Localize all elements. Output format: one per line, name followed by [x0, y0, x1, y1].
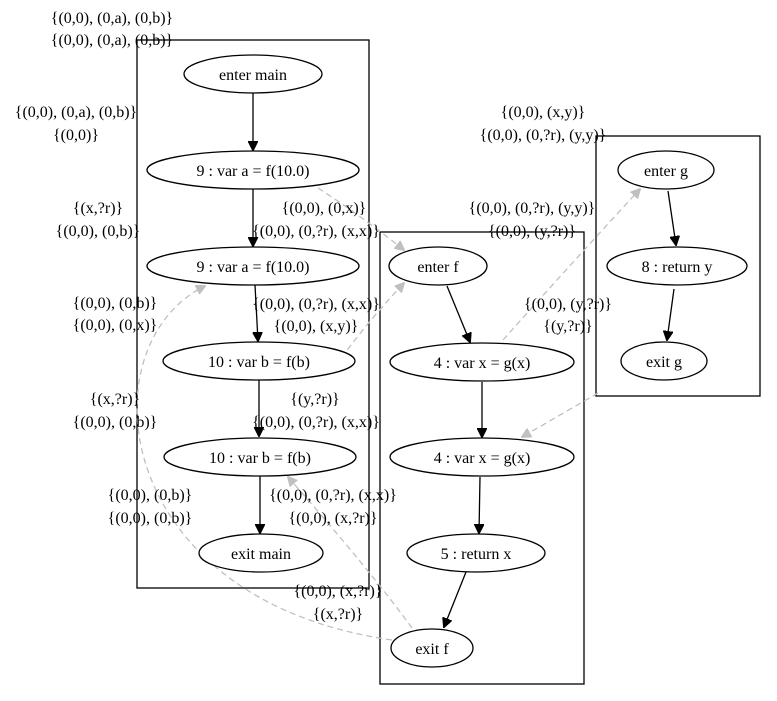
fact-g-enter-top: {(0,0), (x,y)} — [501, 104, 586, 121]
cluster-g — [595, 135, 761, 397]
edge-call-a-to-enter-f — [317, 187, 404, 250]
node-label: exit g — [646, 354, 682, 371]
fact-main-enter-bottom: {(0,0), (0,a), (0,b)} — [51, 32, 173, 49]
fact-main-enter-top: {(0,0), (0,a), (0,b)} — [51, 10, 173, 27]
fact-f-call-g-bottom: {(0,0), (y,?r)} — [488, 223, 576, 240]
node-g-enter: enter g — [617, 150, 715, 190]
edge-main-return-a-to-call-b — [255, 284, 258, 341]
fact-f-return-bottom: {(0,0), (x,?r)} — [288, 510, 377, 527]
fact-f-return-g-bottom: {(y,?r)} — [543, 318, 592, 335]
fact-f-call-g-top: {(0,0), (0,?r), (y,y)} — [469, 200, 596, 217]
node-main-return-a: 9 : var a = f(10.0) — [146, 246, 360, 286]
node-g-return: 8 : return y — [606, 246, 748, 286]
edge-f-return-g-to-return — [479, 476, 480, 533]
node-f-exit: exit f — [390, 628, 474, 668]
edge-exit-f-to-return-b — [288, 477, 413, 629]
fact-f-exit-bottom: {(x,?r)} — [313, 606, 363, 623]
fact-call-a-edge-top: {(0,0), (0,x)} — [282, 200, 367, 217]
node-f-enter: enter f — [388, 246, 488, 286]
node-label: enter f — [417, 259, 459, 276]
edge-call-g-to-enter-g — [502, 189, 640, 341]
node-label: 4 : var x = g(x) — [434, 450, 531, 467]
node-main-call-a: 9 : var a = f(10.0) — [146, 150, 360, 190]
node-g-exit: exit g — [620, 341, 708, 381]
fact-call-b-edge-bottom: {(0,0), (x,y)} — [274, 318, 359, 335]
edge-exit-f-to-return-a — [136, 286, 393, 641]
node-label: 4 : var x = g(x) — [434, 355, 531, 372]
cluster-f — [379, 231, 585, 685]
node-label: 8 : return y — [642, 259, 713, 276]
edge-g-enter-to-return — [667, 190, 676, 245]
node-f-return-g: 4 : var x = g(x) — [389, 437, 575, 477]
edge-g-return-to-exit — [667, 288, 675, 340]
fact-call-b-edge-top: {(0,0), (0,?r), (x,x)} — [252, 296, 380, 313]
fact-g-enter-bottom: {(0,0), (0,?r), (y,y)} — [480, 127, 607, 144]
edge-exit-g-to-return-g — [522, 392, 599, 437]
fact-main-return-a-bottom: {(0,0), (0,b)} — [56, 223, 141, 240]
node-main-enter: enter main — [183, 54, 323, 94]
fact-main-call-b-top: {(0,0), (0,b)} — [73, 295, 158, 312]
fact-f-exit-top: {(0,0), (x,?r)} — [293, 583, 382, 600]
node-label: 5 : return x — [441, 546, 512, 563]
node-main-call-b: 10 : var b = f(b) — [162, 341, 356, 381]
node-label: enter g — [644, 163, 688, 180]
fact-main-call-a-bottom: {(0,0)} — [53, 127, 99, 144]
fact-call-a-edge-bottom: {(0,0), (0,?r), (x,x)} — [252, 223, 380, 240]
fact-main-call-b-bottom: {(0,0), (0,x)} — [73, 317, 158, 334]
node-label: 9 : var a = f(10.0) — [197, 163, 310, 180]
node-label: 9 : var a = f(10.0) — [197, 259, 310, 276]
fact-return-b-edge-bottom: {(0,0), (0,?r), (x,x)} — [252, 414, 380, 431]
node-label: exit main — [231, 546, 291, 563]
node-label: exit f — [415, 641, 449, 658]
node-label: enter main — [219, 67, 287, 84]
fact-main-call-a-top: {(0,0), (0,a), (0,b)} — [15, 104, 137, 121]
fact-main-return-a-top: {(x,?r)} — [73, 200, 123, 217]
edge-f-return-to-exit — [444, 571, 467, 627]
node-f-call-g: 4 : var x = g(x) — [389, 342, 575, 382]
fact-f-return-top: {(0,0), (0,?r), (x,x)} — [269, 487, 397, 504]
fact-main-exit-top: {(0,0), (0,b)} — [108, 487, 193, 504]
fact-main-exit-bottom: {(0,0), (0,b)} — [108, 510, 193, 527]
node-f-return: 5 : return x — [406, 533, 546, 573]
node-label: 10 : var b = f(b) — [209, 450, 311, 467]
node-main-exit: exit main — [198, 533, 324, 573]
fact-main-return-b-bottom: {(0,0), (0,b)} — [73, 414, 158, 431]
edge-f-enter-to-call-g — [446, 285, 470, 342]
node-main-return-b: 10 : var b = f(b) — [163, 437, 357, 477]
cluster-main — [136, 39, 370, 589]
fact-f-return-g-top: {(0,0), (y,?r)} — [524, 296, 612, 313]
fact-return-b-edge-top: {(y,?r)} — [290, 391, 339, 408]
fact-main-return-b-top: {(x,?r)} — [90, 391, 140, 408]
node-label: 10 : var b = f(b) — [208, 354, 310, 371]
